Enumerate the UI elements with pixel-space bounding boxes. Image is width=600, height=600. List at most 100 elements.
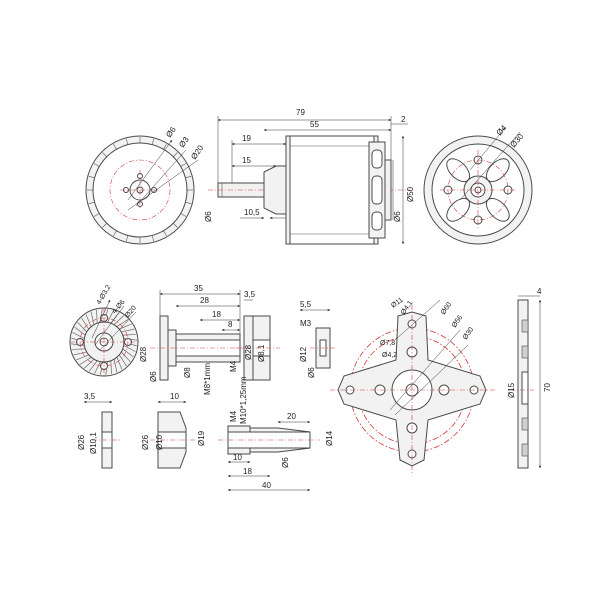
adapter-fin <box>110 360 112 375</box>
prop-shaft-side: M4 M10*1,25mm 20 Ø14 10 Ø6 18 40 <box>218 376 334 492</box>
adapter-fin <box>94 361 101 374</box>
label-d28-a: Ø28 <box>139 346 148 362</box>
label-d8-a: Ø8 <box>183 367 192 378</box>
adapter-fin <box>107 310 114 323</box>
rim-notch <box>180 163 187 167</box>
rim-notch <box>125 235 129 242</box>
adapter-fin <box>121 328 135 333</box>
label-m4-a: M4 <box>229 360 238 372</box>
label-d20-front: Ø20 <box>189 143 205 161</box>
adapter-fin <box>123 345 136 352</box>
adapter-fin <box>71 348 86 350</box>
label-d30-back: Ø30 <box>509 131 526 149</box>
label-len2: 2 <box>401 115 406 124</box>
washer-d26-side: 3,5 Ø26 Ø10,1 <box>77 392 122 469</box>
adapter-fin <box>85 314 92 327</box>
rim-notch <box>125 138 129 145</box>
label-m10: M10*1,25mm <box>239 376 248 424</box>
label-d19: Ø19 <box>197 430 206 446</box>
label-d56: Ø56 <box>451 314 464 329</box>
adapter-fin <box>79 357 92 365</box>
label-d12: Ø12 <box>299 346 308 362</box>
adapter-fin <box>96 309 98 324</box>
rim-notch <box>173 223 178 228</box>
label-len35: 35 <box>194 284 203 293</box>
label-len55: 55 <box>310 120 319 129</box>
label-len4: 4 <box>537 287 542 296</box>
adapter-fin <box>116 319 129 327</box>
motor-side-view <box>208 135 410 245</box>
label-len3-5b: 3,5 <box>84 392 96 401</box>
label-d6-c: Ø6 <box>307 367 316 378</box>
label-m8: M8*1mm <box>203 363 212 395</box>
label-len18b: 18 <box>243 467 252 476</box>
label-len3-5a: 3,5 <box>244 290 256 299</box>
adapter-fin <box>81 317 89 330</box>
adapter-fin <box>121 351 131 363</box>
adapter-fin <box>90 311 95 325</box>
label-d10-b: Ø10 <box>155 434 164 450</box>
label-len5-5: 5,5 <box>300 300 312 309</box>
prop-adapter-side-view: 35 28 18 8 Ø28 Ø6 Ø8 M8*1mm M4 <box>139 284 250 395</box>
motor-back-view: Ø4 Ø30 <box>423 123 533 245</box>
front-rim-notches <box>87 137 193 243</box>
adapter-fin <box>88 360 98 372</box>
label-len10-5: 10,5 <box>244 208 260 217</box>
label-d26-a: Ø26 <box>77 434 86 450</box>
collar-m3-side: 5,5 M3 Ø12 Ø6 <box>299 300 336 378</box>
rim-notch <box>102 152 107 157</box>
label-d28-b: Ø28 <box>244 344 253 360</box>
adapter-fin <box>116 357 123 370</box>
adapter-fin <box>77 321 87 333</box>
adapter-fin <box>113 359 118 373</box>
label-d4-2: Ø4,2 <box>382 352 397 359</box>
label-d6-shaft: Ø6 <box>204 211 213 222</box>
rim-notch <box>173 152 178 157</box>
rim-notch <box>113 143 117 150</box>
label-len79: 79 <box>296 108 305 117</box>
adapter-fin <box>74 326 86 336</box>
adapter-fin <box>122 348 134 358</box>
label-d6-front: Ø6 <box>164 125 178 139</box>
label-len28: 28 <box>200 296 209 305</box>
adapter-fin <box>119 354 127 367</box>
label-d6-a: Ø6 <box>149 371 158 382</box>
label-d6-right: Ø6 <box>393 211 402 222</box>
label-d4-back: Ø4 <box>495 123 509 137</box>
rim-notch <box>151 138 155 145</box>
cross-mount-side-view: 4 Ø15 70 <box>507 287 552 469</box>
adapter-fin <box>76 354 89 361</box>
label-d6-d: Ø6 <box>281 457 290 468</box>
motor-front-view: Ø6 Ø3 Ø20 <box>85 125 206 245</box>
label-d8-1: Ø8,1 <box>257 344 266 362</box>
label-d50: Ø50 <box>406 186 415 202</box>
label-len20: 20 <box>287 412 296 421</box>
label-len19: 19 <box>242 134 251 143</box>
rim-notch <box>163 230 167 237</box>
side-view-dimensions: 79 55 2 19 15 10,5 Ø6 Ø6 Ø50 <box>204 108 415 245</box>
adapter-fin <box>73 351 87 356</box>
rim-notch <box>185 175 192 179</box>
rim-notch <box>93 163 100 167</box>
prop-adapter-front-view: 4-Ø3,2 4-Ø6 Ø20 <box>69 284 139 377</box>
rim-notch <box>88 175 95 179</box>
label-len8: 8 <box>228 320 233 329</box>
label-d15: Ø15 <box>507 382 516 398</box>
label-d14: Ø14 <box>325 430 334 446</box>
label-d7-8: Ø7,8 <box>380 340 395 347</box>
label-d20-prop: Ø20 <box>124 305 138 320</box>
washer-d28-side: 3,5 Ø28 Ø8,1 <box>236 290 280 381</box>
label-len18: 18 <box>212 310 221 319</box>
cross-mount-top-view: Ø11 Ø4,1 Ø60 Ø56 Ø30 Ø7,8 Ø4,2 <box>330 297 496 475</box>
rim-notch <box>88 201 95 205</box>
label-len15: 15 <box>242 156 251 165</box>
collet-d26-side: 10 Ø26 Ø10 Ø19 <box>141 392 206 469</box>
adapter-fin <box>122 334 137 336</box>
label-len70: 70 <box>543 383 552 392</box>
label-len10b: 10 <box>233 453 242 462</box>
adapter-fin <box>119 323 132 330</box>
adapter-fin <box>72 332 85 339</box>
rim-notch <box>185 201 192 205</box>
rim-notch <box>113 230 117 237</box>
